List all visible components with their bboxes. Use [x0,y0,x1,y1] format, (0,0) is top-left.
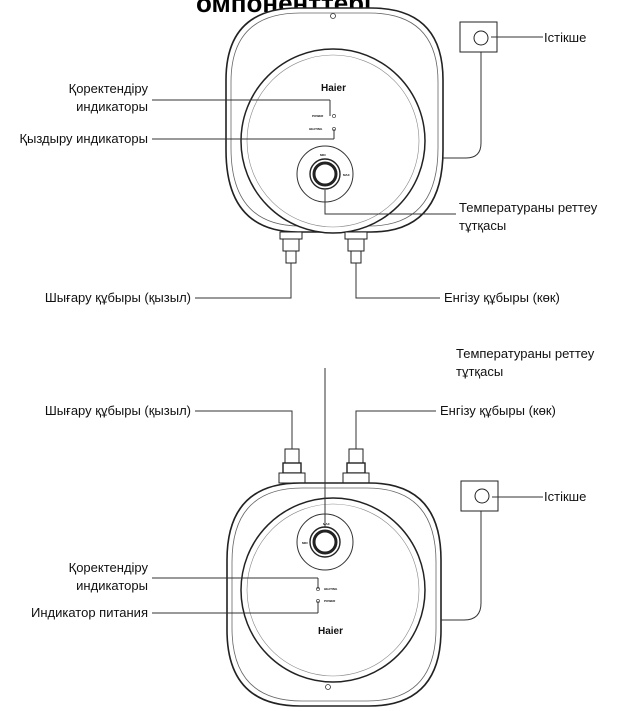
top-knob-grip [312,161,338,187]
bottom-label-socket: Істікше [544,489,586,504]
top-label-knob-1: Температураны реттеу [459,200,598,215]
bottom-brand-logo: Haier [318,626,343,637]
top-screw [330,13,336,19]
bottom-outlet-pipe [278,448,306,484]
bottom-knob-grip [312,529,338,555]
top-power-cord [443,48,482,159]
bottom-label-inlet: Енгізу құбыры (көк) [440,403,556,418]
top-leader-outlet [195,263,292,299]
top-heater-front-face [240,48,426,234]
top-brand-logo: Haier [321,83,346,94]
top-inlet-pipe [344,231,368,264]
bottom-label-knob-1: Температураны реттеу [456,346,595,361]
top-knob-max: MAX [343,173,350,177]
bottom-label-indicator-2: индикаторы [76,578,148,593]
top-heater-face-ring [246,54,420,228]
bottom-knob-min: MIN [302,541,308,545]
bottom-heater-front-face [240,497,426,683]
top-label-indicator-1: Қоректендіру [69,81,149,96]
top-label-inlet: Енгізу құбыры (көк) [444,290,560,305]
bottom-label-power: Индикатор питания [31,605,148,620]
bottom-power-text: POWER [324,599,336,603]
bottom-leader-inlet [355,410,436,449]
bottom-power-cord [441,507,482,621]
top-label-heating: Қыздыру индикаторы [19,131,148,146]
top-power-text: POWER [312,114,324,118]
top-leader-inlet [355,263,440,299]
top-power-indicator [332,114,336,118]
top-heating-text: HEATING [309,127,323,131]
top-socket-plug [473,30,489,46]
top-heater: Haier POWER HEATING MIN MAX [225,7,498,264]
top-label-outlet: Шығару құбыры (қызыл) [45,290,191,305]
bottom-socket-plug [474,488,490,504]
top-outlet-pipe [279,231,303,264]
bottom-heater: MAX MIN HEATING POWER Haier [226,448,499,707]
top-label-knob-2: тұтқасы [459,218,506,233]
top-leader-knob [324,190,456,215]
bottom-label-knob-2: тұтқасы [456,364,503,379]
bottom-heating-text: HEATING [324,587,338,591]
top-knob-min: MIN [320,153,326,157]
bottom-leader-outlet [195,410,293,449]
top-label-indicator-2: индикаторы [76,99,148,114]
bottom-knob-max: MAX [323,522,330,526]
bottom-heater-face-ring [246,503,420,677]
bottom-inlet-pipe [342,448,370,484]
bottom-label-indicator-1: Қоректендіру [69,560,149,575]
bottom-screw [325,684,331,690]
top-label-socket: Істікше [544,30,586,45]
bottom-heater-inner-edge [231,487,437,702]
bottom-label-outlet: Шығару құбыры (қызыл) [45,403,191,418]
